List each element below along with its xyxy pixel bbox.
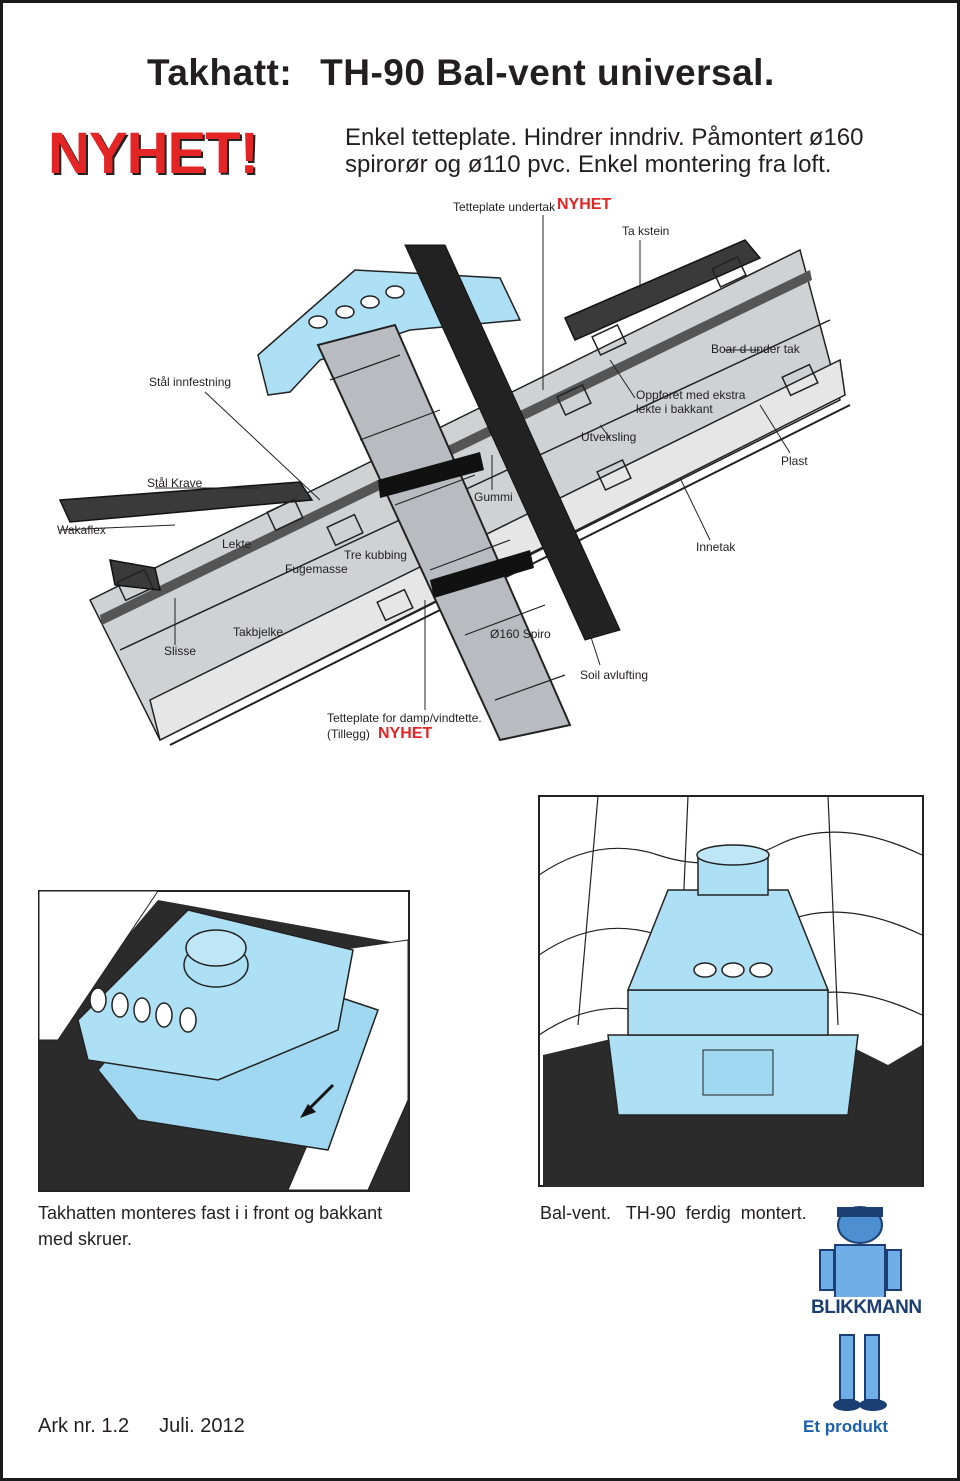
label-nyhet-2: NYHET: [378, 725, 433, 742]
roof-tiles: [58, 239, 762, 591]
sheet-number: Ark nr. 1.2: [38, 1415, 130, 1437]
rubber-seals: [378, 452, 534, 598]
spiro-pipe: [316, 323, 572, 742]
roof-slab: [88, 248, 851, 746]
caption-left: Takhatten monteres fast i i front og bak…: [38, 1203, 383, 1249]
label-takbjelke: Takbjelke: [233, 625, 284, 639]
label-tillegg: (Tillegg): [327, 727, 370, 741]
battens: [116, 256, 819, 622]
label-spiro: Ø160 Spiro: [490, 627, 551, 641]
title-prefix: Takhatt:: [147, 52, 293, 93]
intro-text: Enkel tetteplate. Hindrer inndriv. Påmon…: [345, 124, 864, 178]
label-tetteplate-damp: Tetteplate for damp/vindtette.: [327, 711, 482, 725]
mounting-illustration: [38, 890, 410, 1192]
label-slisse: Slisse: [164, 644, 197, 658]
blikkmann-logo: BLIKKMANN Et produkt: [795, 1195, 935, 1445]
label-plast: Plast: [781, 454, 808, 468]
footer: Ark nr. 1.2 Juli. 2012: [38, 1415, 245, 1438]
label-board-undertak: Boar d under tak: [711, 342, 800, 356]
label-utveksling: Utveksling: [581, 430, 637, 444]
leader-lines: [59, 215, 791, 710]
label-wakaflex: Wakaflex: [57, 523, 106, 537]
caption-right: Bal-vent. TH-90 ferdig montert.: [540, 1203, 807, 1223]
soil-pipe: [404, 244, 621, 641]
logo-tagline: Et produkt: [803, 1417, 888, 1436]
label-innetak: Innetak: [696, 540, 736, 554]
cross-section-diagram: [58, 215, 851, 746]
label-oppforet: Oppforet med ekstra lekte i bakkant: [636, 388, 746, 416]
blikkmann-mascot-icon: [819, 1206, 902, 1411]
date: Juli. 2012: [159, 1415, 245, 1437]
label-tetteplate-undertak: Tetteplate undertak: [453, 200, 556, 214]
finished-illustration: [538, 795, 924, 1187]
blikkmann-wordmark: BLIKKMANN: [809, 1297, 924, 1319]
label-fugemasse: Fugemasse: [285, 562, 348, 576]
label-takstein: Ta kstein: [622, 224, 670, 238]
title-product: TH-90 Bal-vent universal.: [320, 52, 775, 93]
label-stal-krave: Stål Krave: [147, 476, 203, 490]
label-soil: Soil avlufting: [580, 668, 649, 682]
label-gummi: Gummi: [474, 490, 513, 504]
label-lekte: Lekte: [222, 537, 252, 551]
nyhet-badge: NYHET!: [48, 121, 259, 186]
label-stal-innfestning: Stål innfestning: [149, 375, 232, 389]
label-tre-kubbing: Tre kubbing: [344, 548, 407, 562]
page-title: Takhatt: TH-90 Bal-vent universal.: [147, 52, 775, 94]
label-nyhet-1: NYHET: [557, 196, 612, 213]
